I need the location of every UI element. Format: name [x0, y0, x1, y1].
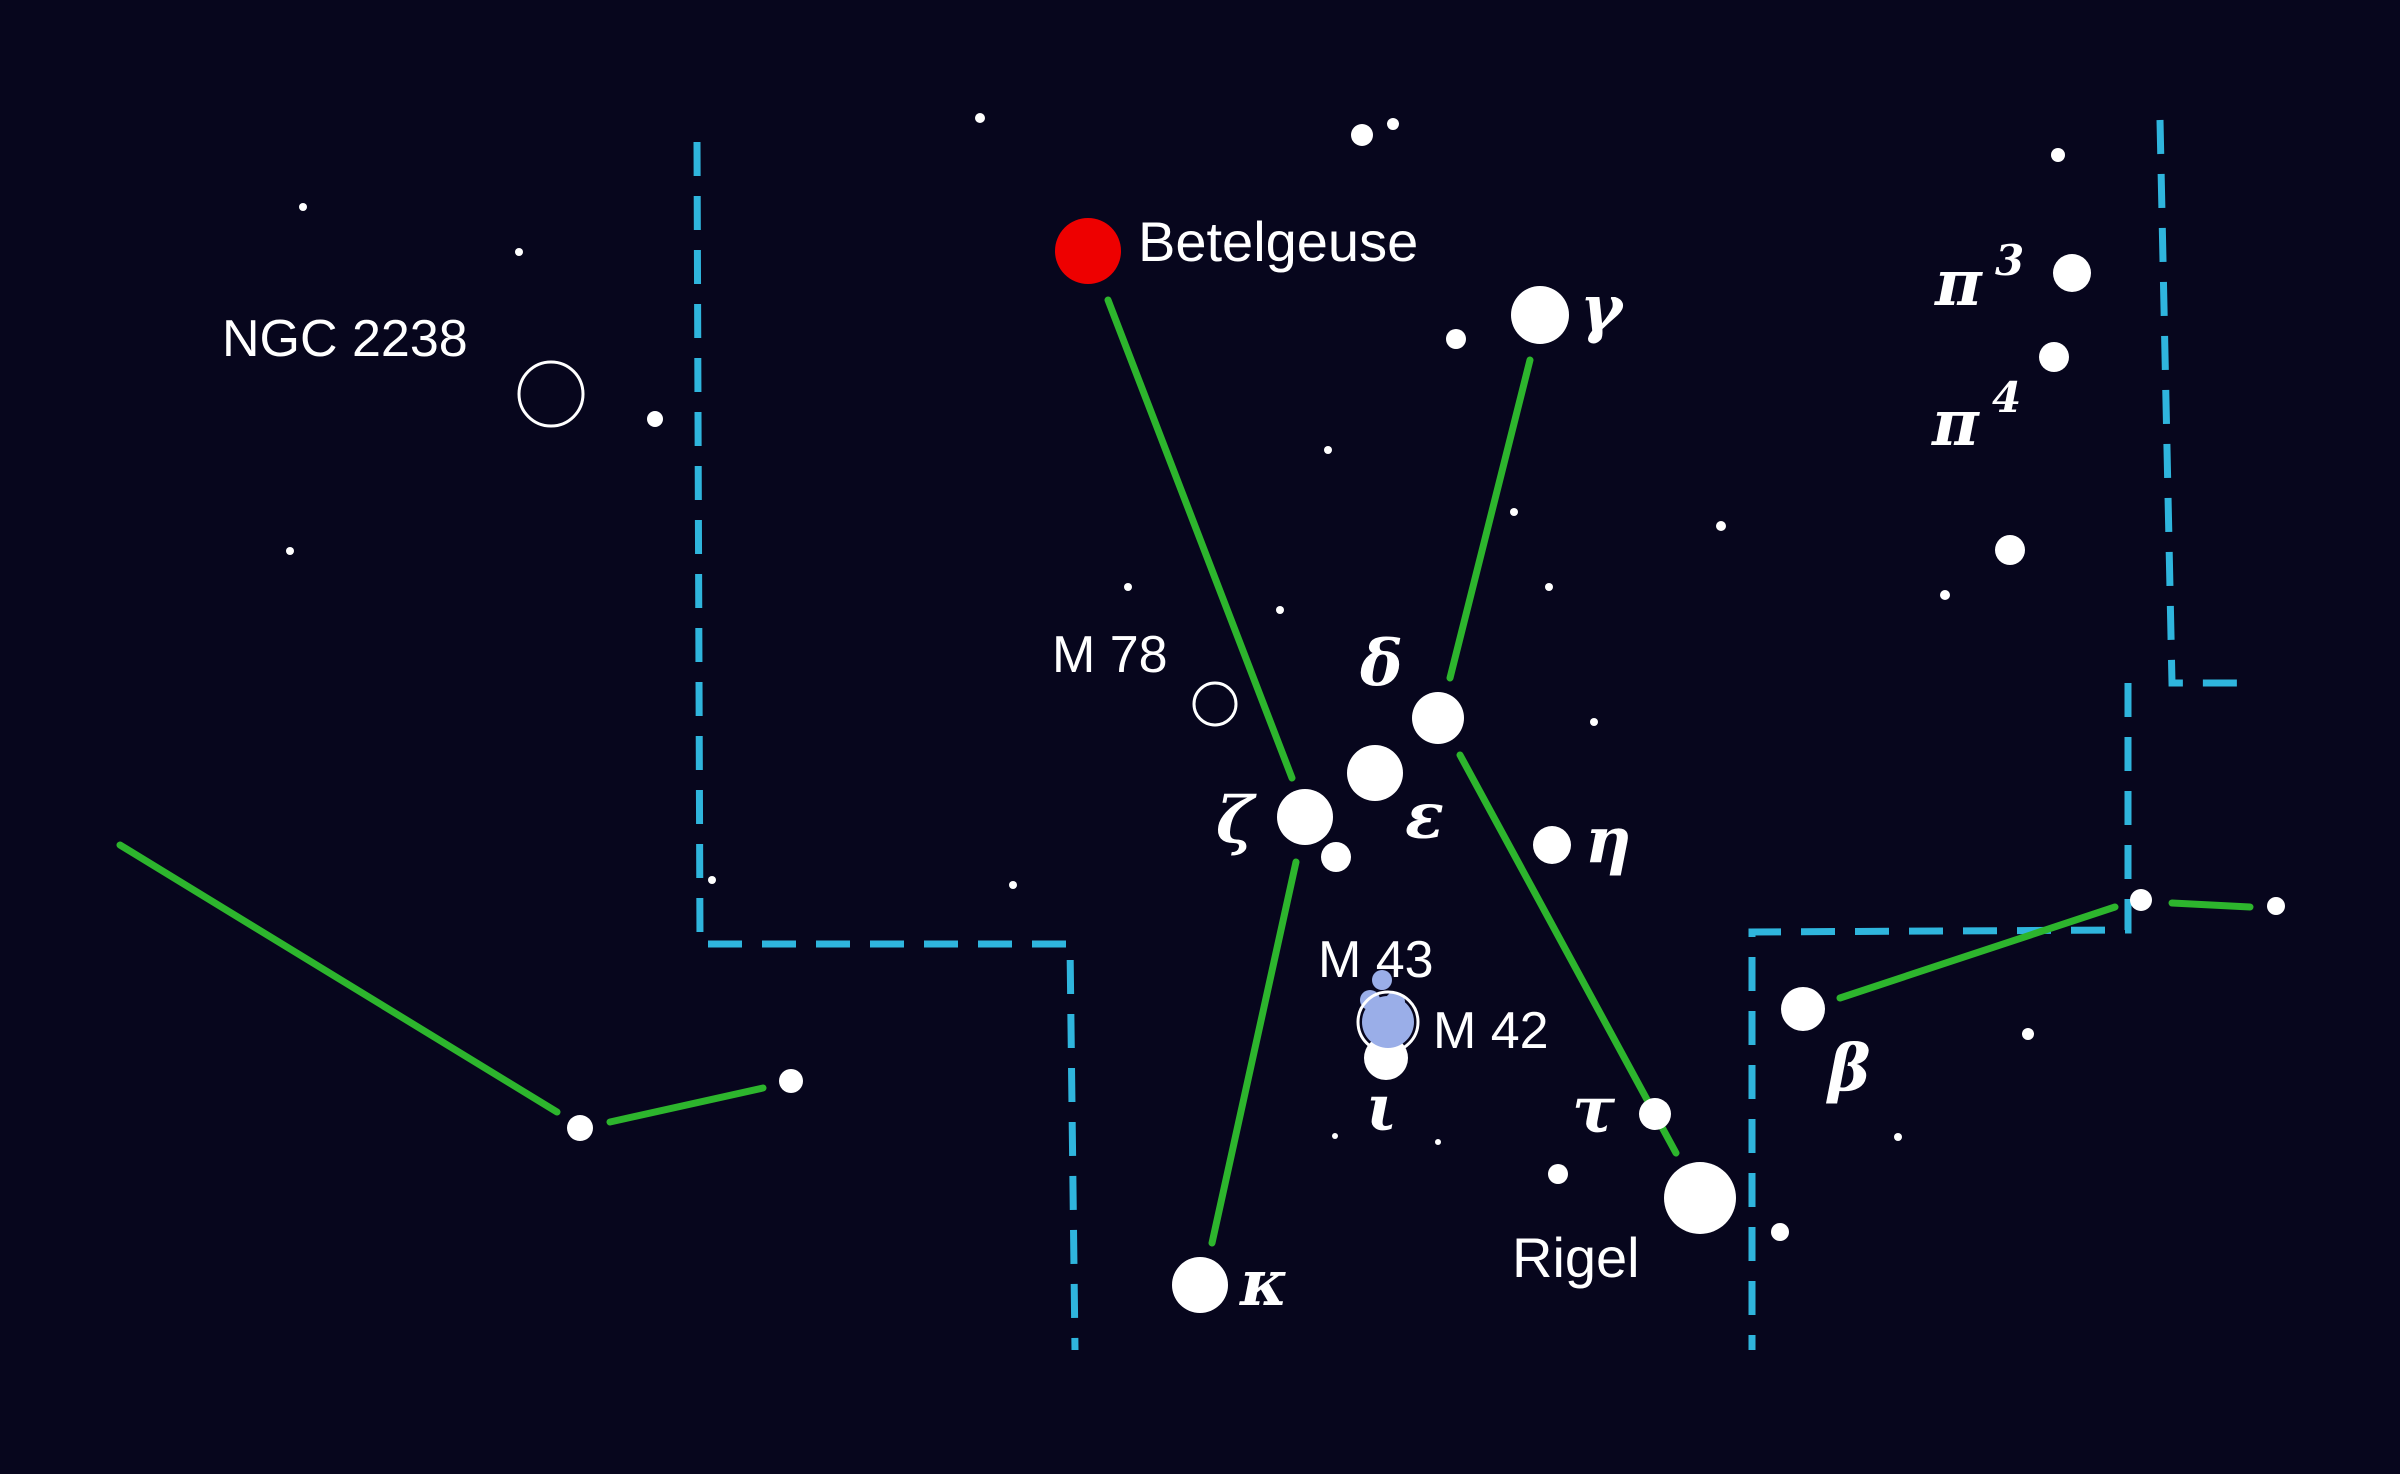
field-star	[779, 1069, 803, 1093]
field-star	[647, 411, 663, 427]
field-star	[515, 248, 523, 256]
pi5-star[interactable]	[1995, 535, 2025, 565]
delta-label: δ	[1359, 626, 1403, 701]
line-betelgeuse-zeta	[1104, 296, 1296, 782]
field-star	[1276, 606, 1284, 614]
pi4-star[interactable]	[2039, 342, 2069, 372]
pi3-star[interactable]	[2053, 254, 2091, 292]
field-star	[708, 876, 716, 884]
boundary-right-top	[2156, 119, 2237, 687]
line-zeta-kappa	[1208, 858, 1300, 1247]
line-eridanus-east	[2168, 899, 2254, 911]
constellation-lines	[116, 296, 2254, 1247]
field-star	[2130, 889, 2152, 911]
field-star	[1894, 1133, 1902, 1141]
tau-star[interactable]	[1639, 1098, 1671, 1130]
zeta-companion-star	[1321, 842, 1351, 872]
eta-label: η	[1585, 803, 1632, 878]
betelgeuse-star[interactable]	[1055, 218, 1121, 284]
boundary-right-bottom	[1748, 683, 2132, 1350]
field-star	[975, 113, 985, 123]
m78-label: M 78	[1052, 626, 1168, 684]
tau-label: τ	[1572, 1073, 1616, 1148]
field-star	[1332, 1133, 1338, 1139]
field-star	[567, 1115, 593, 1141]
line-delta-rigel	[1456, 751, 1680, 1157]
field-stars	[286, 113, 2285, 1241]
beta-label: β	[1826, 1031, 1871, 1106]
field-star	[1771, 1223, 1789, 1241]
iota-star[interactable]	[1364, 1036, 1408, 1080]
field-star	[1351, 124, 1373, 146]
line-eridanus-beta	[1836, 903, 2119, 1002]
field-star	[1446, 329, 1466, 349]
delta-star[interactable]	[1412, 692, 1464, 744]
field-star	[1548, 1164, 1568, 1184]
field-star	[299, 203, 307, 211]
pi3-label: π	[1934, 246, 1983, 321]
kappa-star[interactable]	[1172, 1257, 1228, 1313]
line-gamma-delta	[1446, 356, 1534, 682]
orion-nebula-m42[interactable]	[1356, 970, 1420, 1054]
eta-star[interactable]	[1533, 826, 1571, 864]
field-star	[1716, 521, 1726, 531]
betelgeuse-label: Betelgeuse	[1138, 210, 1418, 273]
field-star	[1435, 1139, 1441, 1145]
boundary-left	[693, 141, 1079, 1351]
epsilon-star[interactable]	[1347, 745, 1403, 801]
line-monoceros-west	[116, 841, 561, 1116]
m78-marker[interactable]	[1192, 681, 1238, 727]
field-star	[1387, 118, 1399, 130]
iota-label: ι	[1366, 1071, 1397, 1146]
rigel-label: Rigel	[1512, 1226, 1640, 1289]
field-star	[2022, 1028, 2034, 1040]
pi4-label: π	[1931, 386, 1980, 461]
epsilon-label: ε	[1405, 779, 1444, 854]
field-star	[1545, 583, 1553, 591]
zeta-label: ζ	[1216, 783, 1257, 858]
pi4-superscript: 4	[1992, 373, 2021, 422]
m43-label: M 43	[1318, 931, 1434, 989]
field-star	[1590, 718, 1598, 726]
field-star	[1324, 446, 1332, 454]
gamma-star[interactable]	[1511, 286, 1569, 344]
constellation-boundaries	[693, 119, 2237, 1351]
gamma-label: γ	[1580, 271, 1625, 346]
zeta-star[interactable]	[1277, 789, 1333, 845]
kappa-label: κ	[1239, 1246, 1288, 1321]
pi3-superscript: 3	[1995, 236, 2024, 285]
rigel-star[interactable]	[1664, 1162, 1736, 1234]
ngc2238-label: NGC 2238	[222, 310, 468, 368]
ngc2238-marker[interactable]	[517, 360, 585, 428]
m42-nebula-core	[1362, 996, 1414, 1048]
field-star	[1124, 583, 1132, 591]
m42-marker-ring	[1356, 990, 1420, 1054]
field-star	[1940, 590, 1950, 600]
field-star	[1009, 881, 1017, 889]
field-star	[286, 547, 294, 555]
m42-label: M 42	[1433, 1002, 1549, 1060]
beta-star[interactable]	[1781, 987, 1825, 1031]
m43-nebula-blob	[1372, 970, 1392, 990]
field-star	[2051, 148, 2065, 162]
field-star	[2267, 897, 2285, 915]
field-star	[1510, 508, 1518, 516]
line-monoceros-east	[606, 1084, 767, 1126]
